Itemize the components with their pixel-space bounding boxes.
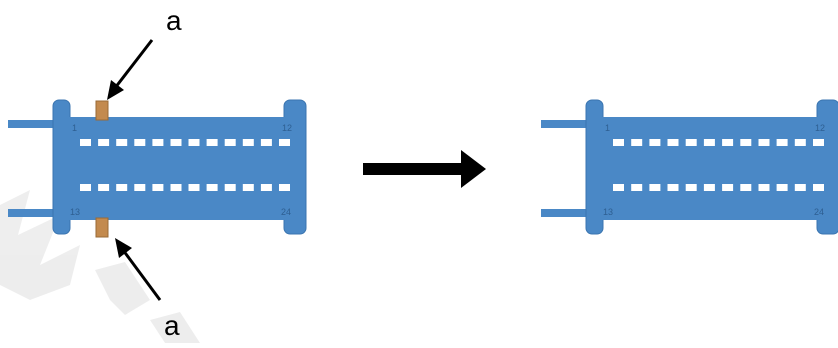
connector-body [66, 117, 290, 220]
pin-number-13: 13 [603, 207, 613, 217]
pin-hole [667, 184, 679, 191]
connector-with-clips: 1 12 13 24 [8, 99, 307, 238]
pin-hole [740, 184, 752, 191]
pin-number-24: 24 [281, 207, 291, 217]
pin-hole [794, 139, 806, 146]
wire-lead-top [541, 120, 596, 128]
pin-number-13: 13 [70, 207, 80, 217]
callout-label-bottom: a [164, 310, 180, 341]
pin-hole [740, 139, 752, 146]
pin-hole [776, 184, 788, 191]
pin-hole [170, 139, 182, 146]
pin-hole [758, 139, 770, 146]
pin-hole [80, 184, 91, 191]
pin-hole [224, 139, 236, 146]
watermark [0, 190, 200, 343]
pin-hole [649, 139, 661, 146]
pin-hole [98, 184, 110, 191]
pin-hole [260, 184, 272, 191]
pin-hole [170, 184, 182, 191]
pin-hole [813, 184, 824, 191]
pin-row-top [613, 139, 824, 146]
pin-hole [776, 139, 788, 146]
wire-lead-bottom [8, 209, 63, 217]
pin-hole [722, 184, 734, 191]
pin-hole [758, 184, 770, 191]
pin-hole [703, 184, 715, 191]
callout-arrow-bottom [115, 238, 162, 301]
pin-hole [685, 139, 697, 146]
pin-row-top [80, 139, 290, 146]
pin-hole [685, 184, 697, 191]
wire-lead-top [8, 120, 63, 128]
callout-label-top: a [166, 5, 182, 36]
pin-number-12: 12 [815, 123, 825, 133]
pin-number-12: 12 [282, 123, 292, 133]
pin-hole [152, 139, 164, 146]
pin-row-bottom [80, 184, 290, 191]
pin-hole [242, 184, 254, 191]
pin-hole [631, 139, 643, 146]
callout-arrow-top [107, 39, 154, 100]
pin-hole [813, 139, 824, 146]
pin-hole [188, 139, 200, 146]
pin-hole [260, 139, 272, 146]
pointer-arrow-icon [115, 238, 132, 258]
pin-hole [116, 139, 128, 146]
pin-hole [134, 139, 146, 146]
wire-lead-bottom [541, 209, 596, 217]
pin-hole [224, 184, 236, 191]
pin-hole [80, 139, 91, 146]
pin-hole [188, 184, 200, 191]
pin-hole [667, 139, 679, 146]
pin-hole [206, 184, 218, 191]
pin-hole [116, 184, 128, 191]
pin-hole [206, 139, 218, 146]
locking-clip-bottom [95, 217, 109, 238]
pin-hole [703, 139, 715, 146]
pin-hole [722, 139, 734, 146]
pin-hole [613, 139, 624, 146]
pin-number-1: 1 [605, 123, 610, 133]
pin-hole [279, 184, 290, 191]
pin-number-24: 24 [814, 207, 824, 217]
pin-number-1: 1 [72, 123, 77, 133]
locking-clip-top [95, 100, 109, 121]
pin-hole [242, 139, 254, 146]
pin-hole [279, 139, 290, 146]
pin-hole [134, 184, 146, 191]
pin-hole [152, 184, 164, 191]
connector-without-clips: 1 12 13 24 [541, 99, 838, 235]
connector-body [599, 117, 829, 220]
pin-hole [794, 184, 806, 191]
pin-hole [98, 139, 110, 146]
pointer-arrow-icon [107, 80, 124, 100]
pin-hole [649, 184, 661, 191]
right-arrow-icon [363, 150, 486, 188]
pin-row-bottom [613, 184, 824, 191]
pin-hole [613, 184, 624, 191]
pin-hole [631, 184, 643, 191]
